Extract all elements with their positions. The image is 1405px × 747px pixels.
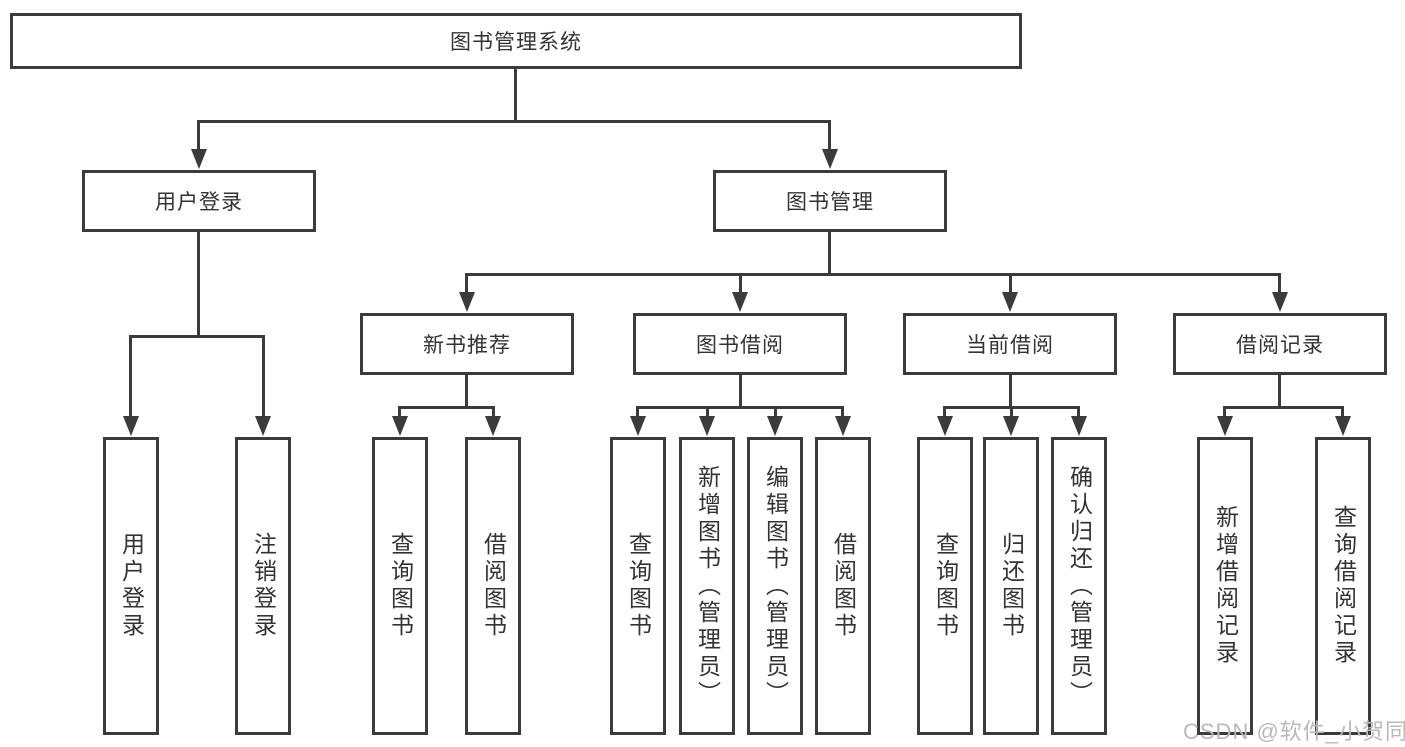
node-book-borrowing: 图书借阅 <box>633 313 847 375</box>
arrowhead-new-book <box>459 292 475 312</box>
connector-root-hbar <box>197 120 831 123</box>
node-book-management-system: 图书管理系统 <box>10 13 1022 69</box>
connector-stem-query-record <box>1341 406 1344 419</box>
node-current-borrowing: 当前借阅 <box>903 313 1117 375</box>
connector-stem-query1 <box>398 406 401 419</box>
arrowhead-edit-book <box>767 416 783 436</box>
arrowhead-add-record <box>1217 416 1233 436</box>
node-user-login: 用户登录 <box>82 170 316 232</box>
arrowhead-logout-leaf <box>255 416 271 436</box>
arrowhead-query1 <box>392 416 408 436</box>
connector-stem-add-record <box>1223 406 1226 419</box>
node-query-books-under-book-borrowing: 查询图书 <box>610 437 666 735</box>
arrowhead-current-borrow <box>1002 292 1018 312</box>
connector-stem-current-borrow <box>1009 273 1012 295</box>
connector-userlogin-stub <box>197 232 200 335</box>
arrowhead-query2 <box>630 416 646 436</box>
connector-bookmgmt-hbar <box>465 273 1281 276</box>
node-add-borrowing-record: 新增借阅记录 <box>1197 437 1253 735</box>
arrowhead-return-book <box>1003 416 1019 436</box>
connector-stem-logout-leaf <box>262 335 265 419</box>
arrowhead-borrow1 <box>485 416 501 436</box>
node-query-borrowing-record: 查询借阅记录 <box>1315 437 1371 735</box>
connector-stem-login-leaf <box>129 335 132 419</box>
arrowhead-login-leaf <box>123 416 139 436</box>
connector-root-stub <box>514 69 517 120</box>
connector-stem-add-book <box>706 406 709 419</box>
node-borrow-books-under-book-borrowing: 借阅图书 <box>815 437 871 735</box>
connector-stem-return-book <box>1010 406 1013 419</box>
connector-bookborrow-hbar <box>636 406 844 409</box>
node-logout-leaf: 注销登录 <box>235 437 291 735</box>
connector-stem-new-book <box>465 273 468 295</box>
connector-stem-book-borrow <box>739 273 742 295</box>
connector-stem-edit-book <box>774 406 777 419</box>
arrowhead-add-book <box>699 416 715 436</box>
arrowhead-query-record <box>1335 416 1351 436</box>
connector-stem-borrow-records <box>1278 273 1281 295</box>
connector-bookborrow-stub <box>739 375 742 406</box>
connector-stem-query3 <box>943 406 946 419</box>
csdn-watermark: CSDN @软件_小贺同学 <box>1183 719 1405 744</box>
arrowhead-user-login <box>191 149 207 169</box>
connector-currentborrow-stub <box>1009 375 1012 406</box>
node-new-book-recommendation: 新书推荐 <box>360 313 574 375</box>
connector-stem-query2 <box>636 406 639 419</box>
node-query-books-under-new-book: 查询图书 <box>372 437 428 735</box>
connector-bookmgmt-stub <box>828 232 831 273</box>
arrowhead-confirm-return <box>1071 416 1087 436</box>
arrowhead-book-management <box>822 149 838 169</box>
node-confirm-return-admin: 确认归还（管理员） <box>1051 437 1107 735</box>
connector-stem-book-management <box>828 120 831 153</box>
connector-newbook-hbar <box>398 406 495 409</box>
node-add-books-admin: 新增图书（管理员） <box>679 437 735 735</box>
connector-borrowrecords-hbar <box>1223 406 1344 409</box>
node-return-books: 归还图书 <box>983 437 1039 735</box>
connector-userlogin-hbar <box>129 335 265 338</box>
arrowhead-book-borrow <box>732 292 748 312</box>
node-query-books-under-current-borrowing: 查询图书 <box>917 437 973 735</box>
connector-stem-borrow2 <box>841 406 844 419</box>
arrowhead-borrow-records <box>1272 292 1288 312</box>
node-book-management: 图书管理 <box>713 170 947 232</box>
arrowhead-query3 <box>937 416 953 436</box>
connector-newbook-stub <box>465 375 468 406</box>
connector-stem-borrow1 <box>492 406 495 419</box>
node-user-login-leaf: 用户登录 <box>103 437 159 735</box>
node-borrowing-records: 借阅记录 <box>1173 313 1387 375</box>
node-borrow-books-under-new-book: 借阅图书 <box>465 437 521 735</box>
connector-stem-user-login <box>197 120 200 153</box>
connector-stem-confirm-return <box>1077 406 1080 419</box>
connector-borrowrecords-stub <box>1278 375 1281 406</box>
arrowhead-borrow2 <box>835 416 851 436</box>
node-edit-books-admin: 编辑图书（管理员） <box>747 437 803 735</box>
